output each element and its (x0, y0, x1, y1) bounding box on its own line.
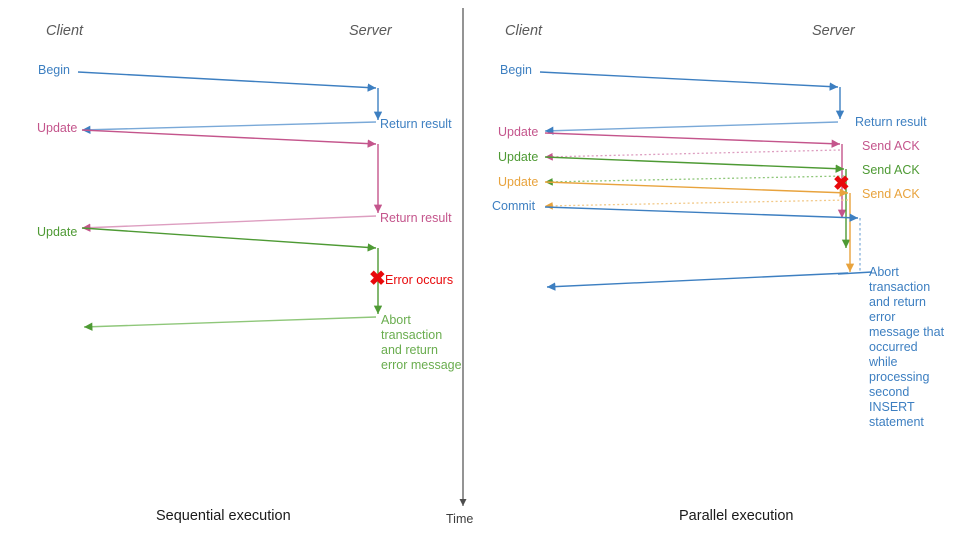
arrow-return-2 (81, 215, 377, 232)
arrow-update-3 (544, 181, 849, 197)
right-panel-arrows (539, 71, 873, 291)
right-label-update-2: Update (498, 150, 539, 164)
arrow-ack-3 (544, 199, 849, 210)
right-label-abort-block: Abort transaction and return error messa… (869, 265, 945, 429)
right-label-send-ack-2: Send ACK (862, 163, 920, 177)
arrow-ack-1 (544, 149, 841, 161)
arrow-abort (83, 316, 377, 331)
error-x-icon-right: ✖ (833, 173, 850, 195)
arrow-commit (544, 206, 859, 222)
left-caption: Sequential execution (156, 508, 291, 524)
arrow-ack-2 (544, 175, 845, 186)
right-label-send-ack-3: Send ACK (862, 187, 920, 201)
arrow-update-2 (81, 227, 377, 252)
right-label-commit: Commit (492, 199, 536, 213)
right-actor-server: Server (812, 23, 855, 39)
arrow-update-1 (81, 129, 377, 148)
left-label-return-result-2: Return result (380, 211, 452, 225)
left-label-begin: Begin (38, 63, 70, 77)
left-label-abort-block: Abort transaction and return error messa… (381, 313, 462, 372)
right-label-return-result: Return result (855, 115, 927, 129)
arrow-begin (77, 71, 377, 92)
arrow-return-1 (81, 121, 377, 134)
right-label-send-ack-1: Send ACK (862, 139, 920, 153)
left-label-error-occurs: Error occurs (385, 273, 454, 287)
right-caption: Parallel execution (679, 508, 794, 524)
right-label-update-3: Update (498, 175, 539, 189)
left-label-update-2: Update (37, 225, 78, 239)
time-axis-label: Time (446, 512, 474, 526)
left-panel-arrows (77, 71, 383, 331)
right-label-begin: Begin (500, 63, 532, 77)
error-x-icon: ✖ (369, 268, 386, 290)
arrow-begin (539, 71, 839, 91)
right-label-update-1: Update (498, 125, 539, 139)
arrow-abort (546, 272, 849, 291)
left-actor-server: Server (349, 23, 392, 39)
right-actor-client: Client (505, 23, 543, 39)
left-label-update-1: Update (37, 121, 78, 135)
arrow-return-1 (544, 121, 839, 135)
arrow-update-2 (544, 156, 845, 173)
left-actor-client: Client (46, 23, 84, 39)
arrow-update-1 (544, 132, 841, 148)
left-label-return-result-1: Return result (380, 117, 452, 131)
